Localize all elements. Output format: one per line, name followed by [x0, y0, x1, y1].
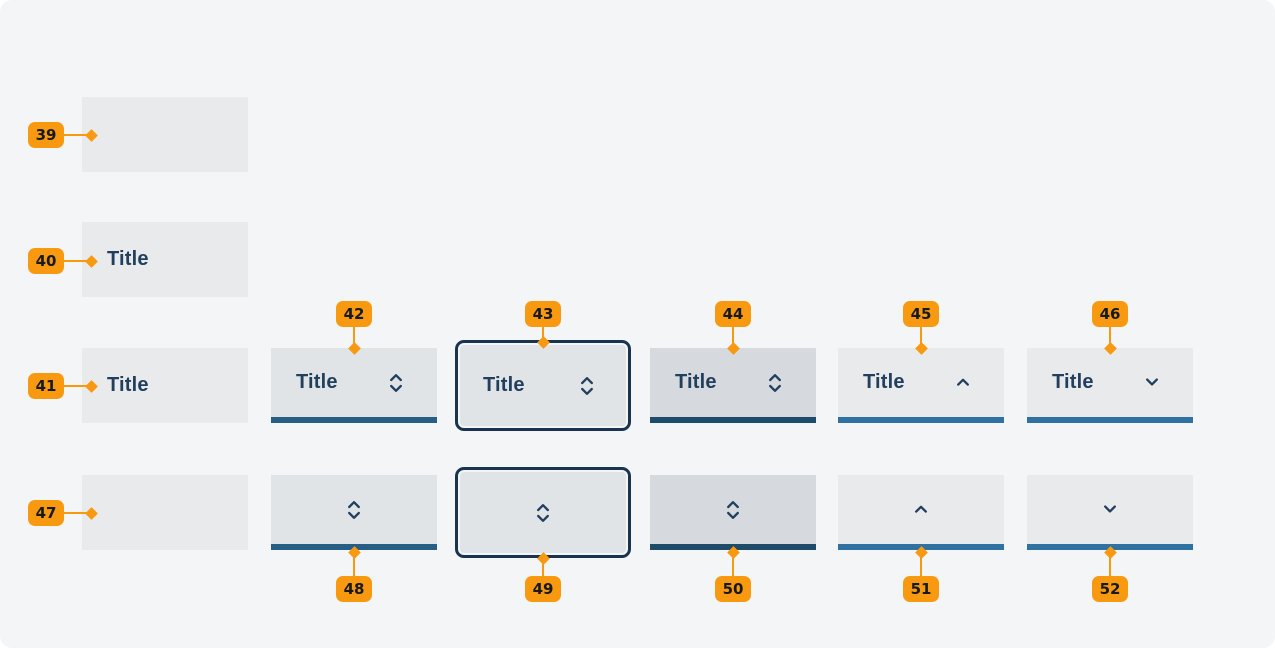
annotation-diamond [536, 552, 550, 565]
header-cell-title: Title [82, 222, 248, 297]
annotation-badge: 39 [28, 122, 64, 148]
annotation-line [353, 553, 355, 576]
annotation-line [64, 134, 92, 136]
sortable-header-icononly-focus[interactable] [455, 467, 631, 558]
annotation-marker-45: 45 [903, 301, 939, 355]
annotation-badge: 41 [28, 373, 64, 399]
annotation-badge: 42 [336, 301, 372, 327]
annotation-line [920, 553, 922, 576]
annotation-diamond [85, 254, 98, 268]
annotation-marker-49: 49 [525, 550, 561, 602]
annotation-marker-42: 42 [336, 301, 372, 355]
annotation-line [1109, 553, 1111, 576]
annotation-diamond [536, 335, 550, 349]
annotation-diamond [726, 341, 740, 355]
annotation-badge: 46 [1092, 301, 1128, 327]
header-cell-blank [82, 97, 248, 172]
annotation-diamond [85, 128, 98, 142]
sortable-header-icononly-sorted-desc[interactable] [1027, 475, 1193, 550]
annotation-marker-48: 48 [336, 545, 372, 602]
annotation-badge: 44 [715, 301, 751, 327]
annotation-marker-50: 50 [715, 545, 751, 602]
header-cell-label: Title [1052, 371, 1094, 393]
annotation-marker-39: 39 [28, 122, 101, 148]
annotation-line [353, 327, 355, 346]
annotation-marker-44: 44 [715, 301, 751, 355]
annotation-line [732, 327, 734, 346]
annotation-marker-41: 41 [28, 373, 101, 399]
annotation-marker-47: 47 [28, 500, 101, 526]
sort-both-icon [535, 502, 551, 524]
header-cell-label: Title [296, 371, 338, 393]
sort-both-icon [388, 372, 404, 394]
annotation-diamond [347, 341, 361, 355]
sortable-header-icononly-default[interactable] [271, 475, 437, 550]
sortable-header-hover[interactable]: Title [650, 348, 816, 423]
annotation-badge: 47 [28, 500, 64, 526]
annotation-line [64, 512, 92, 514]
annotation-marker-51: 51 [903, 545, 939, 602]
annotation-diamond [914, 341, 928, 355]
annotation-badge: 43 [525, 301, 561, 327]
annotation-badge: 52 [1092, 576, 1128, 602]
header-cell-label: Title [107, 248, 149, 270]
annotation-badge: 51 [903, 576, 939, 602]
annotation-line [64, 385, 92, 387]
annotation-line [64, 260, 92, 262]
chevron-down-icon [1102, 505, 1118, 514]
sort-both-icon [767, 372, 783, 394]
annotation-marker-46: 46 [1092, 301, 1128, 355]
annotation-badge: 50 [715, 576, 751, 602]
annotation-diamond [85, 506, 98, 520]
sort-both-icon [725, 499, 741, 521]
sortable-header-focus-inner [460, 472, 626, 553]
header-cell-label: Title [483, 374, 525, 396]
sort-both-icon [346, 499, 362, 521]
sort-both-icon [579, 375, 595, 397]
sortable-header-sorted-asc[interactable]: Title [838, 348, 1004, 423]
annotation-marker-40: 40 [28, 248, 101, 274]
header-cell-label: Title [675, 371, 717, 393]
annotation-line [542, 560, 544, 576]
annotation-marker-43: 43 [525, 301, 561, 353]
chevron-down-icon [1144, 378, 1160, 387]
sortable-header-focus[interactable]: Title [455, 340, 631, 431]
sortable-header-sorted-desc[interactable]: Title [1027, 348, 1193, 423]
header-cell-label: Title [107, 374, 149, 396]
chevron-up-icon [913, 505, 929, 514]
annotation-badge: 49 [525, 576, 561, 602]
sortable-header-icononly-sorted-asc[interactable] [838, 475, 1004, 550]
annotation-badge: 40 [28, 248, 64, 274]
chevron-up-icon [955, 378, 971, 387]
sortable-header-default[interactable]: Title [271, 348, 437, 423]
annotation-line [542, 327, 544, 340]
header-cell-title: Title [82, 348, 248, 423]
annotation-diamond [85, 379, 98, 393]
annotation-line [920, 327, 922, 346]
annotation-marker-52: 52 [1092, 545, 1128, 602]
header-cell-blank [82, 475, 248, 550]
sortable-header-focus-inner: Title [460, 345, 626, 426]
annotation-badge: 48 [336, 576, 372, 602]
annotation-line [732, 553, 734, 576]
sortable-header-icononly-hover[interactable] [650, 475, 816, 550]
header-cell-label: Title [863, 371, 905, 393]
annotation-diamond [1103, 341, 1117, 355]
annotation-badge: 45 [903, 301, 939, 327]
annotation-line [1109, 327, 1111, 346]
